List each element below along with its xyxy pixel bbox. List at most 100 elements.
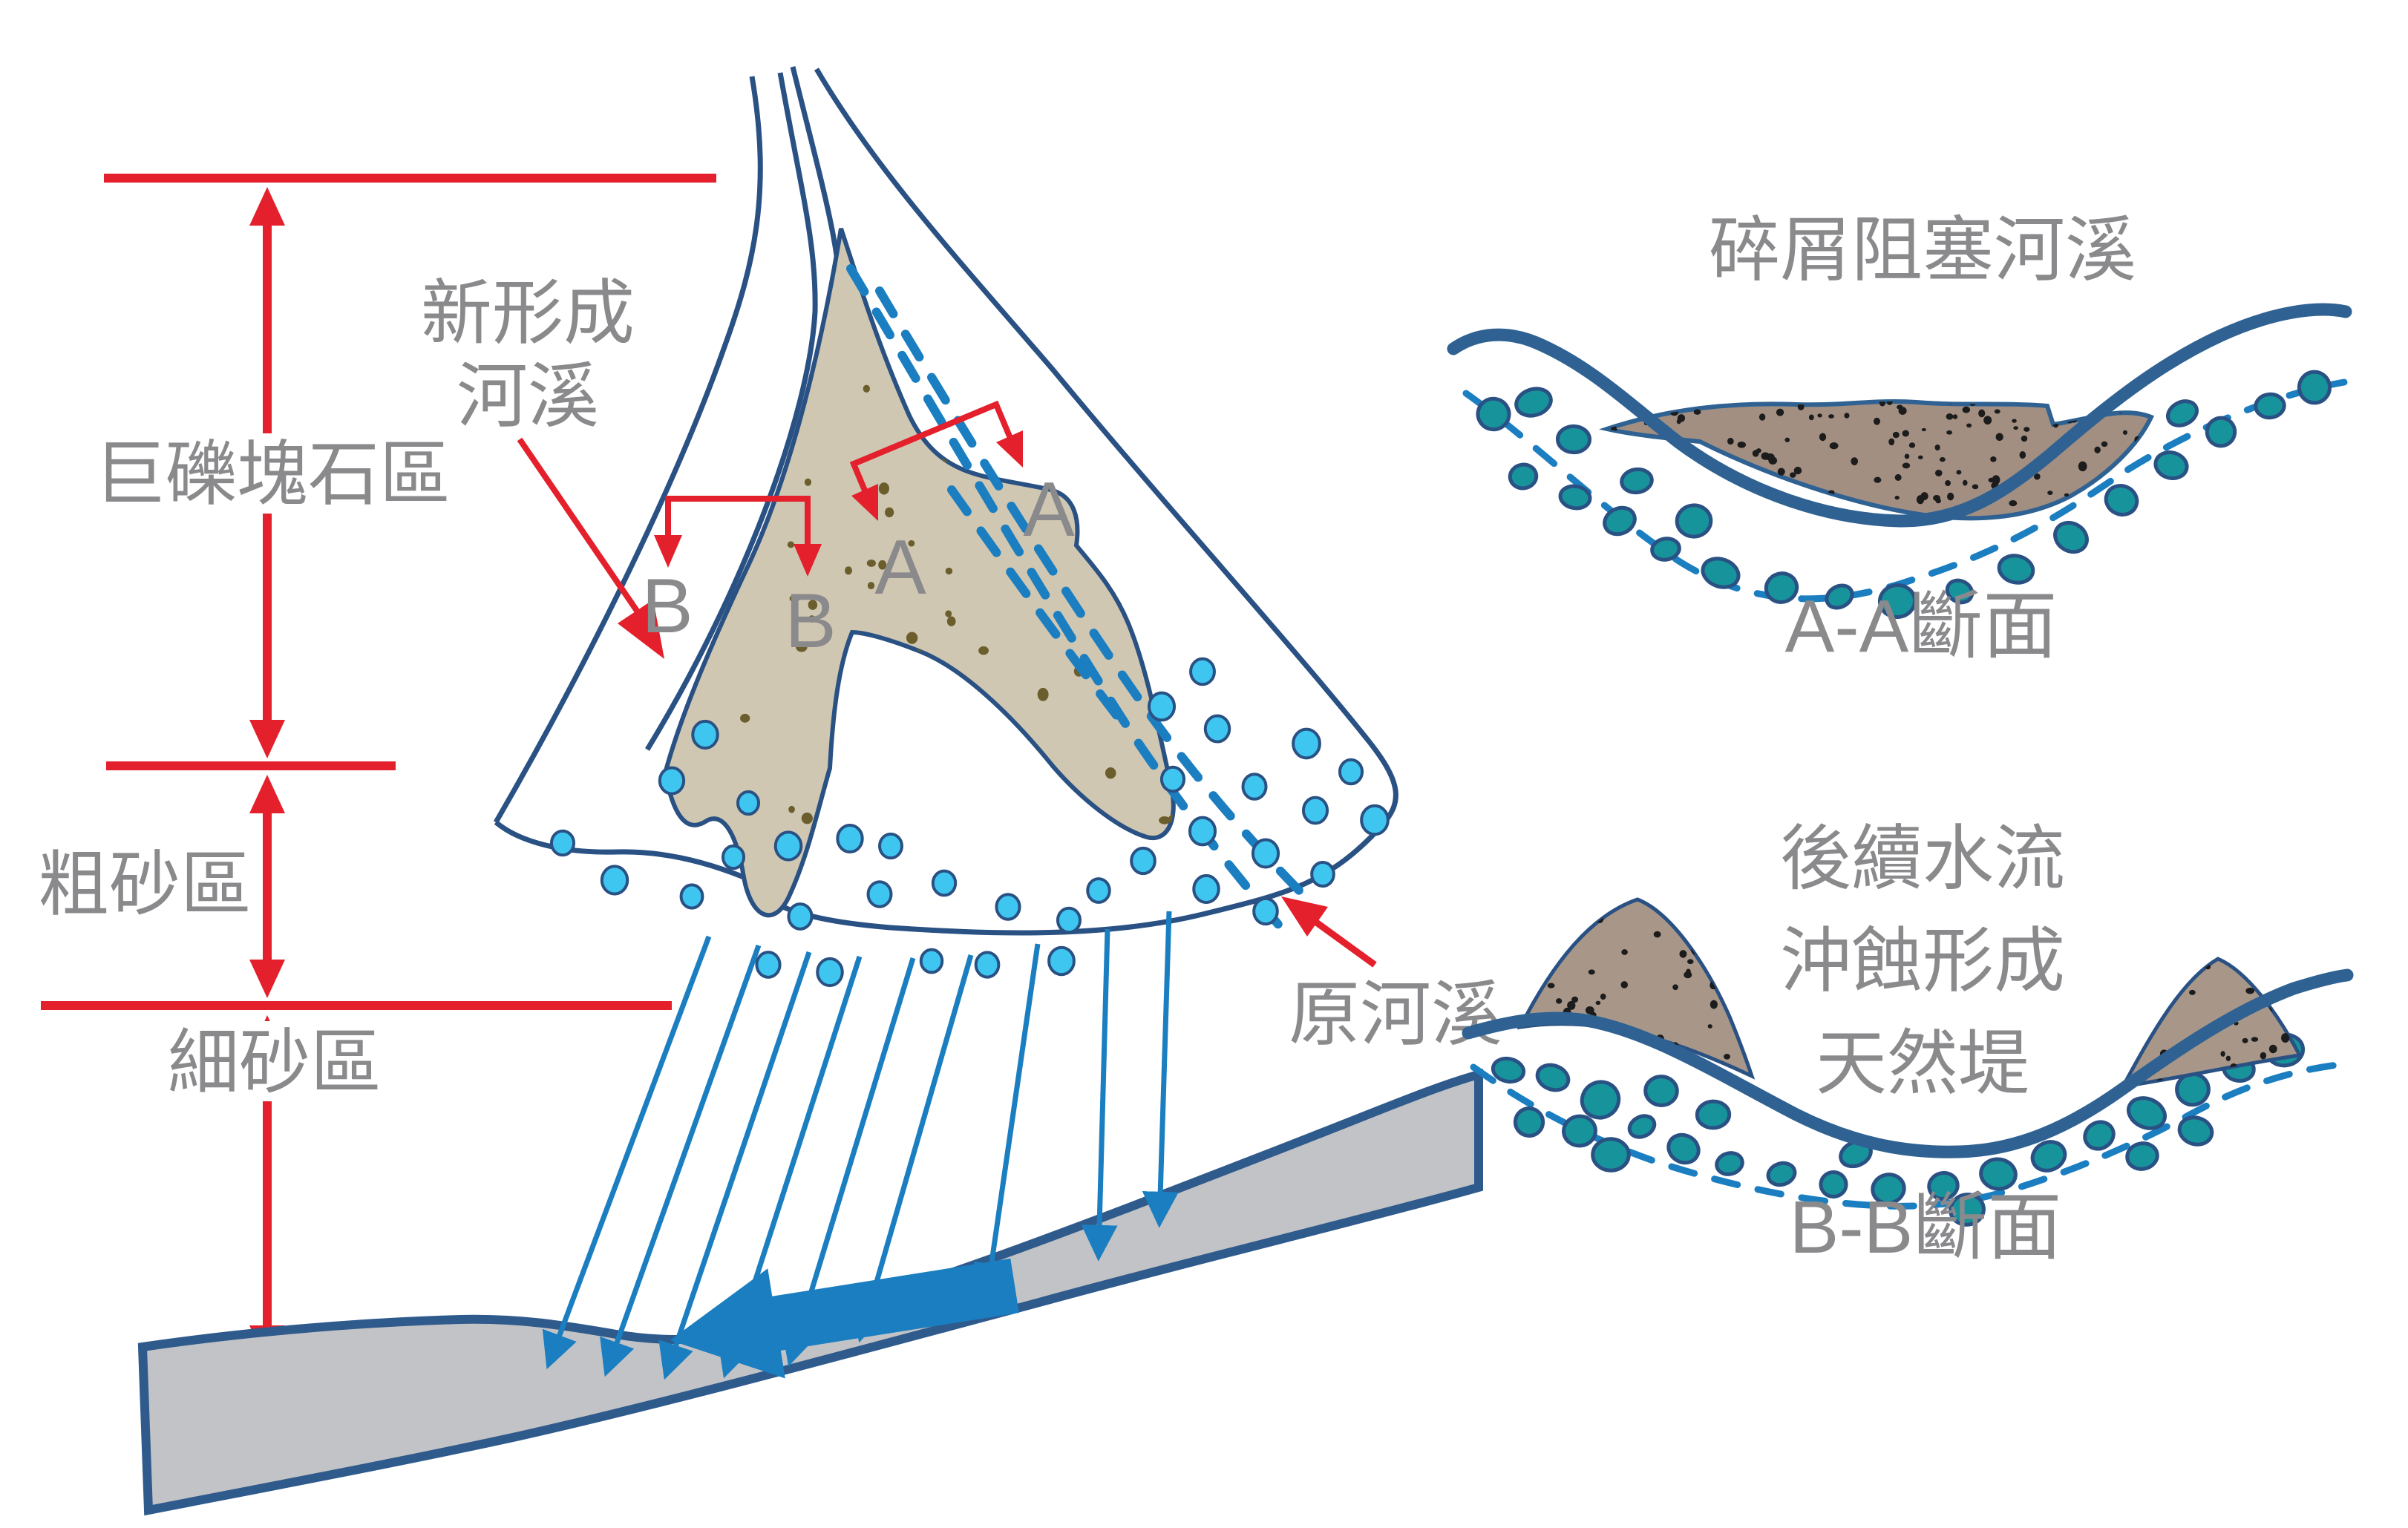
debris-speckle [1027,759,1036,768]
sand-dot-icon [974,951,1001,979]
section-b-title-line1: 後續水流 [1780,819,2065,899]
levee-speckle [1588,969,1595,975]
section-speckle [1768,456,1778,465]
debris-speckle [863,384,870,393]
levee-speckle [1525,921,1530,925]
section-speckle [1892,431,1900,439]
sand-dot-icon [1360,804,1390,836]
runoff-arrows [542,911,1179,1380]
debris-speckle [1012,466,1024,476]
sand-dot-icon [1203,714,1231,744]
levee-speckle [1707,1024,1712,1029]
pebble-icon [2104,484,2139,517]
levee-speckle [1595,1000,1601,1006]
debris-speckle [867,582,875,590]
debris-speckle [930,784,942,795]
section-speckle [2034,473,2041,480]
section-b-title-line3: 天然堤 [1816,1024,2029,1104]
section-brackets [665,400,1015,547]
new-stream-callout: 新形成 河溪 [421,274,664,659]
section-speckle [1995,433,2003,442]
debris-speckle [878,482,889,495]
section-speckle [1851,457,1859,466]
section-speckle [1607,444,1614,451]
section-speckle [2020,521,2026,526]
section-speckle [1844,413,1850,419]
levee-speckle [1600,993,1606,1000]
marker-a-right: A [1023,467,1075,553]
section-speckle [2009,500,2018,507]
debris-speckle [1006,783,1018,793]
section-speckle [1737,441,1747,448]
debris-speckle [1172,428,1174,441]
section-speckle [1978,409,1986,418]
sand-dot-icon [1241,773,1268,801]
fine-sand-zone-label: 細砂區 [168,1023,382,1103]
debris-speckle [1012,741,1019,749]
section-speckle [1874,417,1880,425]
section-speckle [1904,453,1910,459]
debris-speckle [1156,900,1167,911]
levee-speckle [1653,931,1661,938]
debris-speckle [844,566,852,575]
flow-arrow-icon [542,935,712,1370]
levee-speckle [1571,996,1579,1003]
pebble-icon [2297,370,2332,405]
section-speckle [1952,414,1958,419]
section-speckle [2078,461,2087,472]
pebble-icon [1535,1063,1571,1092]
flow-arrow-icon [658,951,812,1380]
pebble-icon [1979,1157,2018,1191]
pebble-icon [1476,396,1511,432]
section-speckle [2012,419,2017,423]
section-speckle [1789,472,1796,478]
section-speckle [1657,509,1663,516]
section-speckle [1652,524,1656,528]
section-speckle [1817,413,1822,418]
debris-speckle [804,478,812,486]
sand-dot-icon [787,902,814,931]
section-b-caption: B-B斷面 [1790,1186,2062,1269]
debris-speckle [906,632,918,644]
fan-map [493,66,1398,988]
section-speckle [1990,456,1997,462]
section-speckle [1934,469,1943,476]
pebble-icon [1766,1161,1797,1187]
pebble-icon [1650,537,1681,562]
section-b-pebbles [1491,1032,2306,1227]
dashed-stream-1 [846,264,1289,936]
marker-b-right: B [785,578,836,664]
section-speckle [1902,462,1911,469]
coarse-sand-zone-label: 粗砂區 [38,845,252,925]
debris-speckle [866,692,874,699]
section-speckle [1874,476,1882,483]
section-speckle [2021,435,2028,442]
debris-speckle [877,773,887,781]
sand-dot-icon [1301,796,1329,825]
sand-dot-icon [658,766,686,796]
debris-speckle [1174,588,1180,594]
section-speckle [1652,462,1660,470]
pebble-icon [1558,484,1592,511]
section-a-title: 碎屑阻塞河溪 [1709,211,2136,290]
sand-dot-icon [1192,873,1220,905]
section-speckle [1888,438,1895,446]
dashed-stream-2 [875,286,1315,906]
section-speckle [1634,440,1640,447]
section-speckle [2094,446,2101,453]
levee-speckle [1620,981,1629,988]
sand-dot-icon [1292,727,1321,760]
debris-speckle [791,286,800,295]
section-speckle [2116,519,2121,525]
pebble-icon [1997,554,2035,585]
debris-speckle [1094,287,1105,298]
debris-speckle [885,507,894,518]
section-speckle [2023,427,2030,432]
section-b-surface-profile [1462,968,2354,1158]
original-ground-dashed [1462,378,2348,603]
levee-speckle [1724,1053,1730,1060]
pebble-icon [1514,387,1553,418]
section-speckle [1784,437,1790,442]
arrow-down-icon [996,430,1023,468]
